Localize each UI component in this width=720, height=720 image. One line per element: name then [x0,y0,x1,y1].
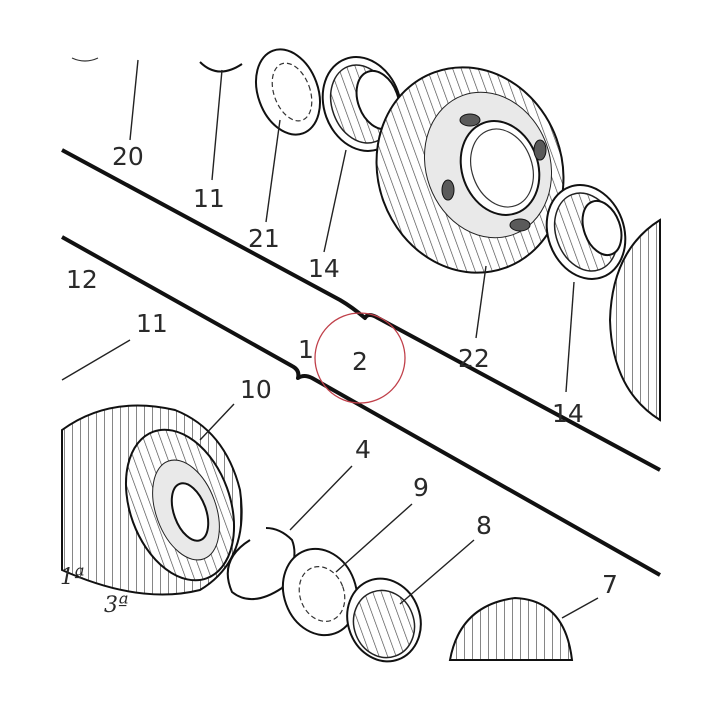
callout-14-left: 14 [308,254,340,283]
callout-21: 21 [248,224,280,253]
leader-9 [335,503,413,573]
callout-11-top: 11 [193,184,225,213]
callout-4: 4 [355,435,371,464]
callout-22: 22 [458,344,490,373]
callout-20: 20 [112,142,144,171]
gear-mark-3a: 3ª [104,593,128,618]
callout-1: 1 [298,335,314,364]
leader-22 [475,265,487,339]
gear-mark-1a: 1ª [60,565,84,590]
gear-right-edge [608,218,661,422]
leader-14-right [565,281,575,393]
callout-12: 12 [66,265,98,294]
leader-8 [399,539,475,605]
leader-11-mid [61,339,131,381]
callout-2: 2 [352,347,368,376]
leader-21 [265,119,281,223]
gear-22 [375,66,565,274]
callout-10: 10 [240,375,272,404]
callout-11-mid: 11 [136,309,168,338]
leader-11-top [211,69,223,181]
part-20-fragment [71,57,99,62]
callout-14-right: 14 [552,399,584,428]
leader-20 [129,59,139,141]
highlight-circle [314,312,406,404]
gear-7 [448,596,574,661]
callout-8: 8 [476,511,492,540]
callout-7: 7 [602,570,618,599]
needle-bearing-8 [346,577,422,663]
leader-10 [199,403,235,441]
leader-7 [561,597,599,619]
needle-bearing-14-right [545,184,627,280]
circlip-11-top [199,61,243,73]
leader-4 [289,465,353,531]
leader-14-left [323,149,347,253]
washer-21 [255,48,321,136]
gear-10 [61,404,243,596]
shaft-line-lower [61,235,661,577]
shaft-line-upper [61,148,661,472]
callout-9: 9 [413,473,429,502]
